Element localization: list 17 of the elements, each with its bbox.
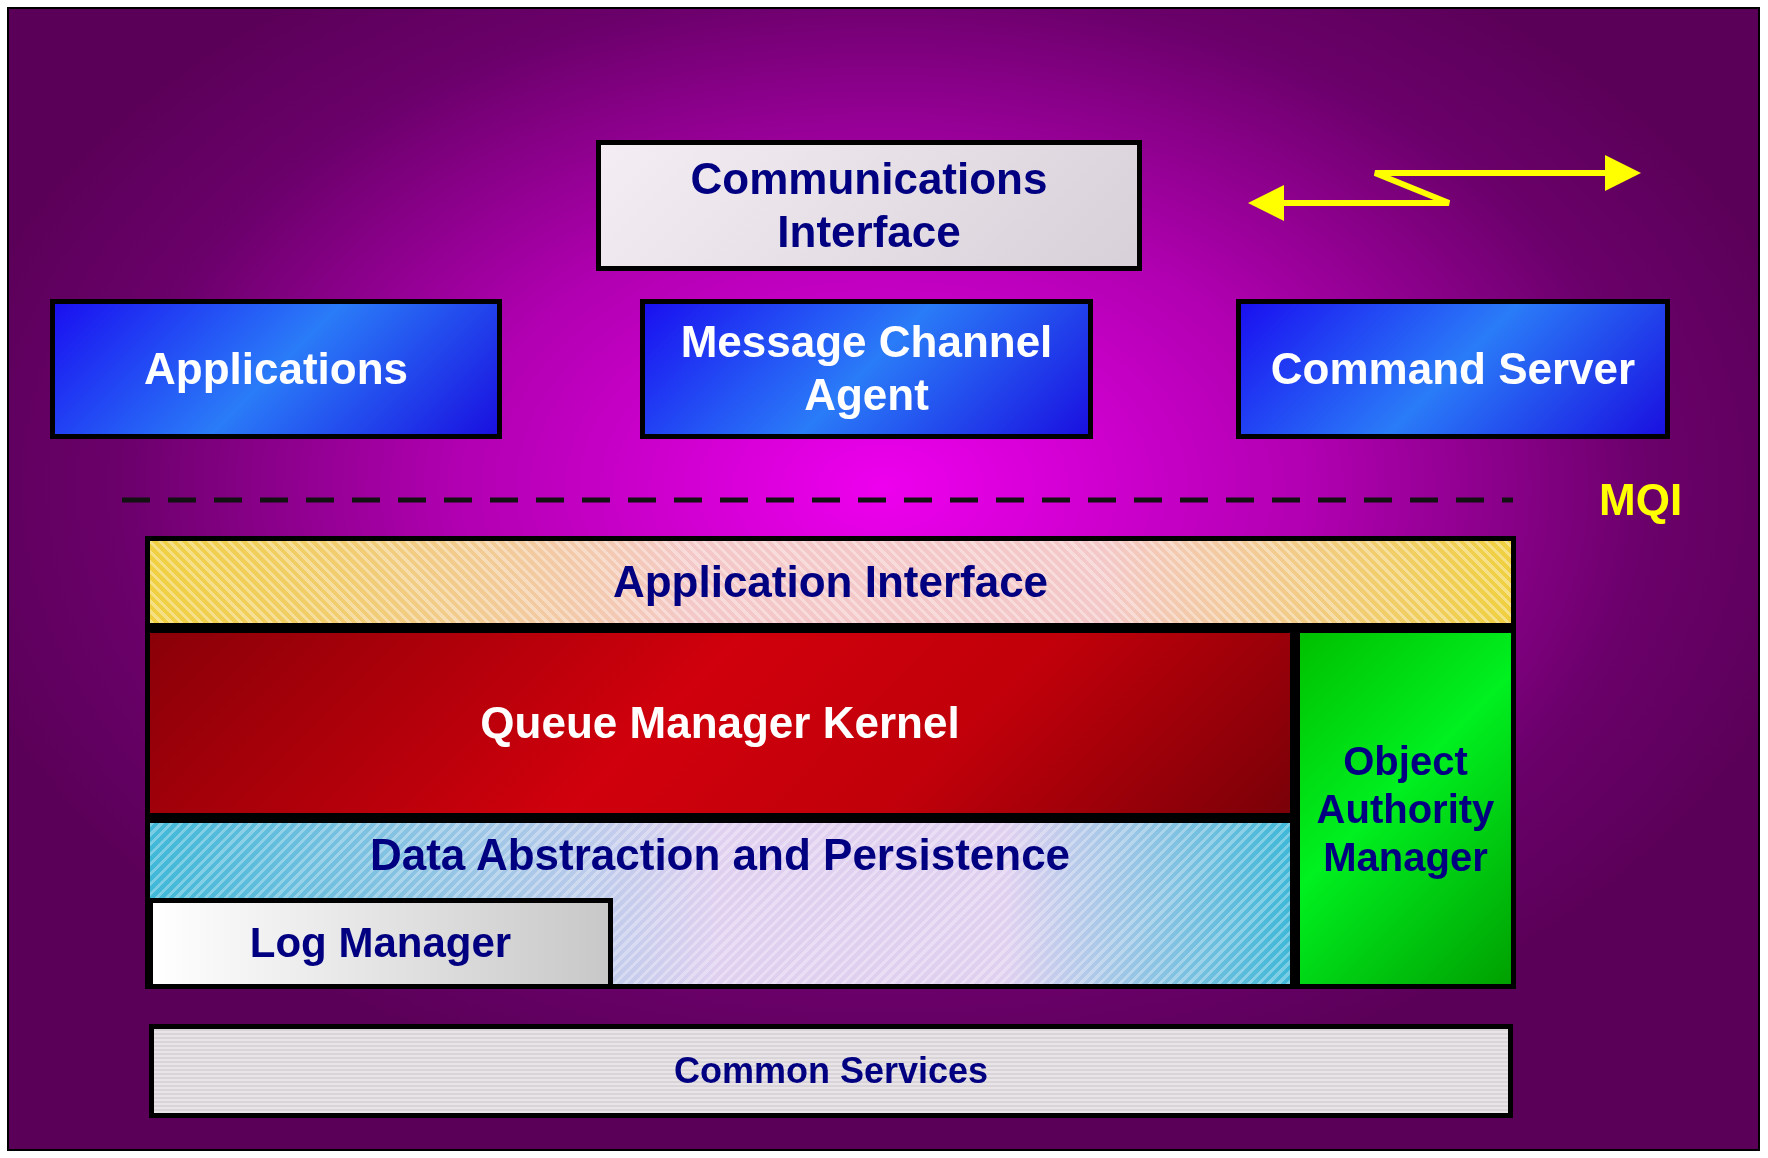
component-label: Applications	[144, 342, 408, 395]
component-label: Queue Manager Kernel	[480, 696, 960, 749]
component-label: Command Server	[1270, 342, 1636, 395]
component-box	[145, 536, 1516, 628]
component-box	[149, 1024, 1513, 1118]
component-label: Application Interface	[612, 555, 1049, 608]
component-label: Common Services	[673, 1049, 989, 1093]
component-label: Object Authority Manager	[1315, 737, 1496, 881]
component-label: Communications Interface	[689, 152, 1049, 258]
component-box	[640, 299, 1093, 439]
component-label: Log Manager	[249, 918, 512, 969]
component-box	[1236, 299, 1670, 439]
component-label: Data Abstraction and Persistence	[369, 829, 1071, 881]
component-box	[596, 140, 1142, 271]
component-box	[50, 299, 502, 439]
interface-label: MQI	[1599, 475, 1683, 525]
component-label: Message Channel Agent	[679, 316, 1054, 421]
